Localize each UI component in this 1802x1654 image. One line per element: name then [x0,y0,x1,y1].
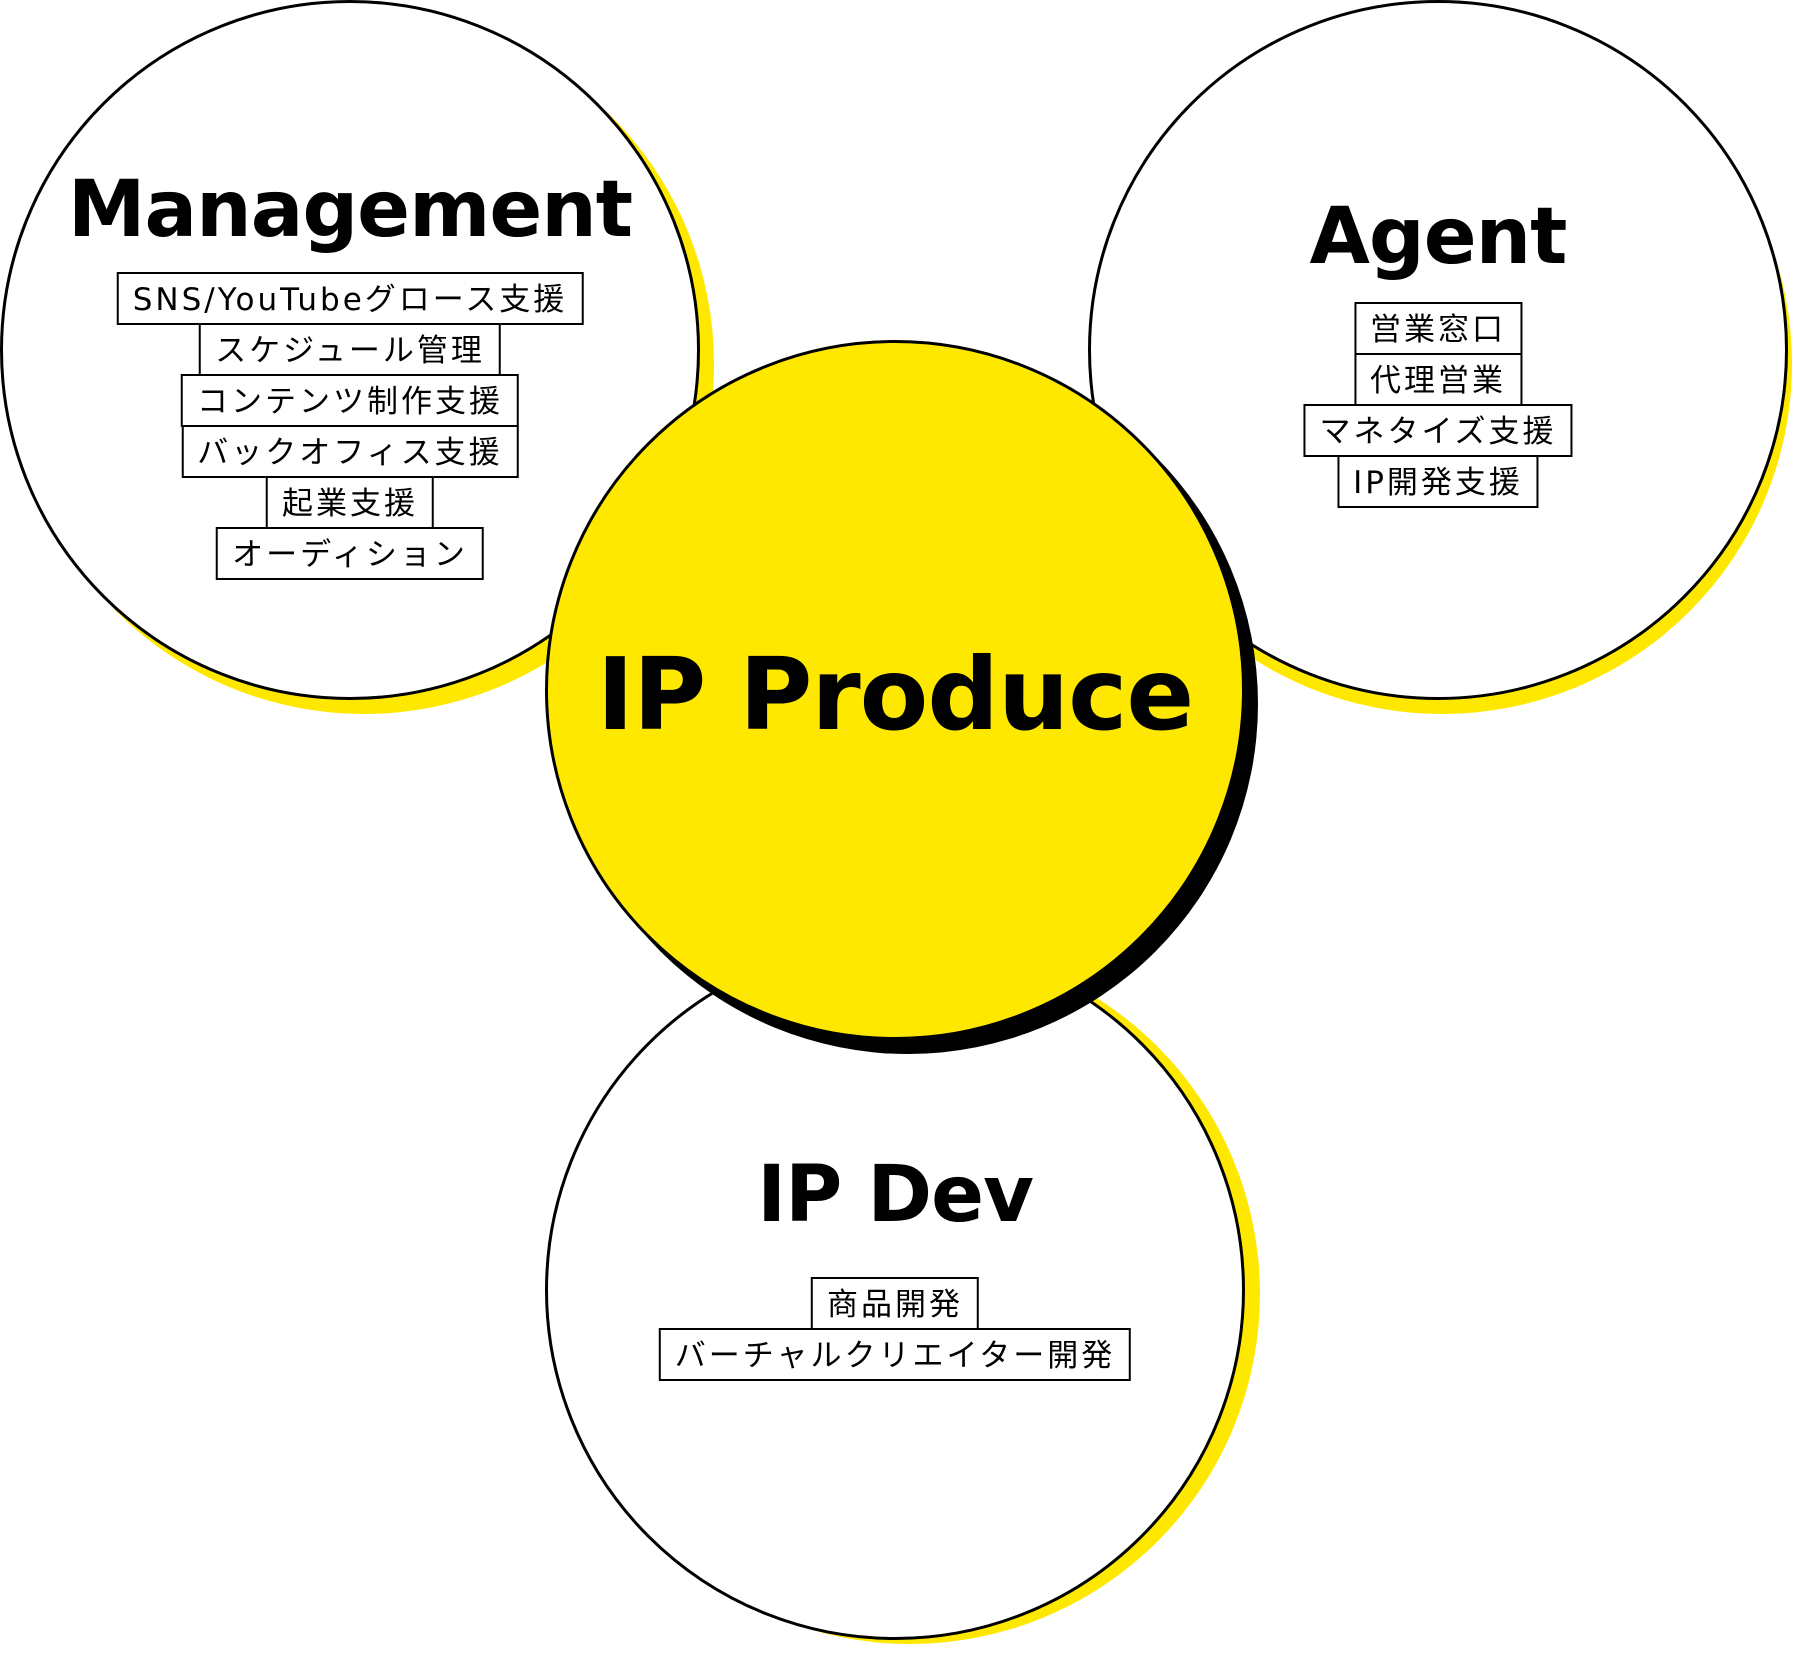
ipdev-item: バーチャルクリエイター開発 [658,1328,1132,1381]
management-item: SNS/YouTubeグロース支援 [116,272,584,325]
management-item: オーディション [216,527,484,580]
agent-item: 代理営業 [1353,353,1522,406]
center-circle [545,340,1245,1040]
agent-item: マネタイズ支援 [1303,404,1573,457]
agent-item: 営業窓口 [1353,302,1522,355]
agent-item: IP開発支援 [1337,455,1539,508]
ipdev-item: 商品開発 [810,1277,979,1330]
agent-list: 営業窓口 代理営業 マネタイズ支援 IP開発支援 [1303,302,1573,508]
management-item: 起業支援 [266,476,434,529]
management-item: コンテンツ制作支援 [181,374,519,427]
agent-title: Agent [1309,192,1568,282]
management-list: SNS/YouTubeグロース支援 スケジュール管理 コンテンツ制作支援 バック… [116,272,584,580]
ipdev-title: IP Dev [757,1150,1034,1240]
ipdev-list: 商品開発 バーチャルクリエイター開発 [658,1277,1132,1381]
management-item: バックオフィス支援 [181,425,519,478]
center-title: IP Produce [596,636,1195,753]
management-title: Management [67,165,633,255]
management-item: スケジュール管理 [199,323,501,376]
